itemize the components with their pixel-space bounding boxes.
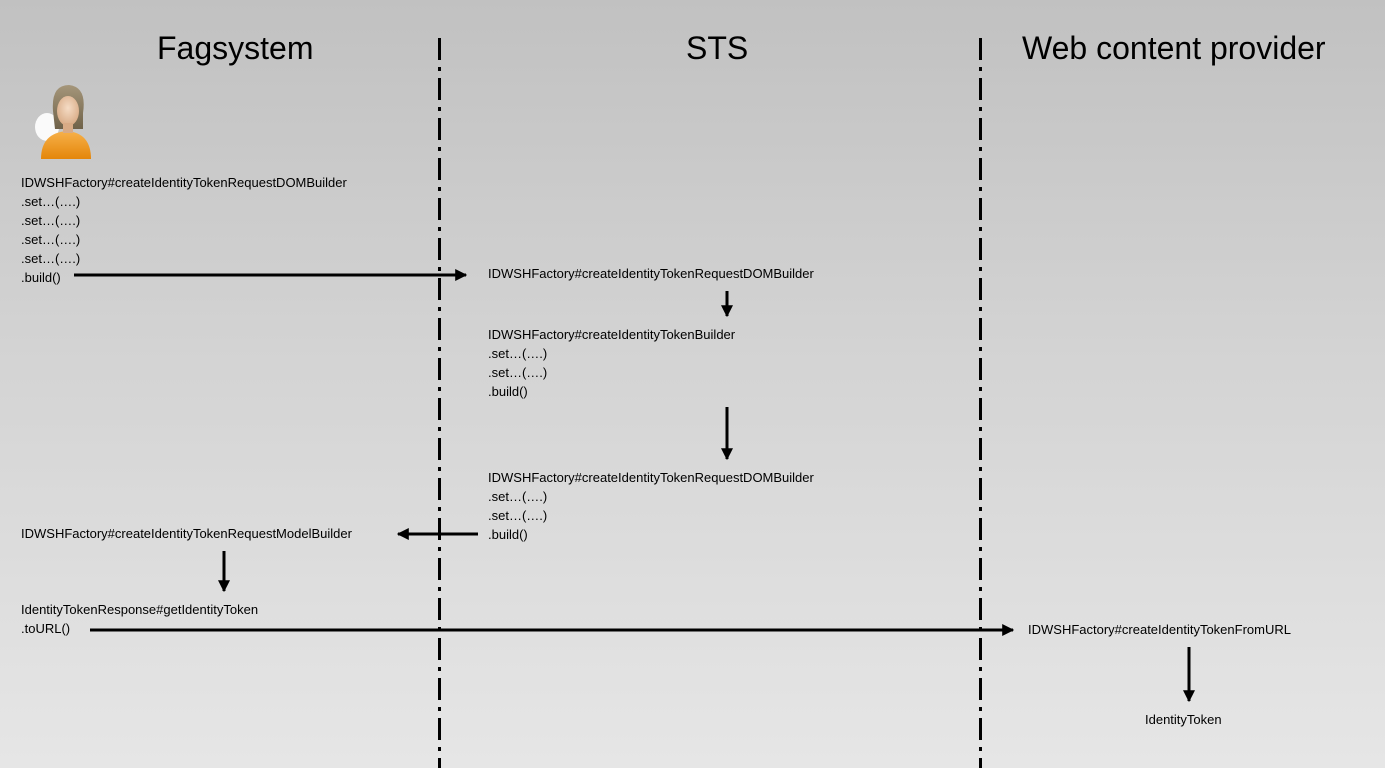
code-line: .set…(….): [21, 232, 81, 247]
code-line: IDWSHFactory#createIdentityTokenRequestD…: [488, 470, 814, 485]
lane-divider-right: [979, 38, 982, 768]
sts-request-dom-builder: IDWSHFactory#createIdentityTokenRequestD…: [488, 264, 814, 283]
lane-divider-left: [438, 38, 441, 768]
lane-title-sts: STS: [686, 30, 749, 66]
fagsystem-request-model-builder: IDWSHFactory#createIdentityTokenRequestM…: [21, 524, 352, 543]
fagsystem-get-identity-token: IdentityTokenResponse#getIdentityToken .…: [21, 600, 258, 638]
code-line: .toURL(): [21, 621, 71, 636]
code-line: .build(): [488, 384, 528, 399]
code-line: .set…(….): [21, 194, 81, 209]
wcp-identity-token: IdentityToken: [1145, 710, 1222, 729]
code-line: IDWSHFactory#createIdentityTokenRequestD…: [488, 266, 814, 281]
code-line: IdentityToken: [1145, 712, 1222, 727]
wcp-identity-token-from-url: IDWSHFactory#createIdentityTokenFromURL: [1028, 620, 1291, 639]
code-line: IDWSHFactory#createIdentityTokenBuilder: [488, 327, 736, 342]
code-line: .build(): [488, 527, 528, 542]
code-line: .set…(….): [21, 213, 81, 228]
code-line: .set…(….): [488, 508, 548, 523]
code-line: .set…(….): [21, 251, 81, 266]
sts-response-dom-builder: IDWSHFactory#createIdentityTokenRequestD…: [488, 468, 814, 544]
code-line: IDWSHFactory#createIdentityTokenRequestM…: [21, 526, 352, 541]
code-line: IDWSHFactory#createIdentityTokenRequestD…: [21, 175, 347, 190]
fagsystem-request-builder: IDWSHFactory#createIdentityTokenRequestD…: [21, 173, 347, 287]
sts-identity-token-builder: IDWSHFactory#createIdentityTokenBuilder …: [488, 325, 735, 401]
code-line: .set…(….): [488, 346, 548, 361]
lane-title-fagsystem: Fagsystem: [157, 30, 314, 66]
code-line: IDWSHFactory#createIdentityTokenFromURL: [1028, 622, 1291, 637]
lane-title-web-content-provider: Web content provider: [1022, 30, 1326, 66]
code-line: .set…(….): [488, 365, 548, 380]
user-avatar-icon: [35, 85, 91, 159]
code-line: IdentityTokenResponse#getIdentityToken: [21, 602, 259, 617]
code-line: .build(): [21, 270, 61, 285]
code-line: .set…(….): [488, 489, 548, 504]
